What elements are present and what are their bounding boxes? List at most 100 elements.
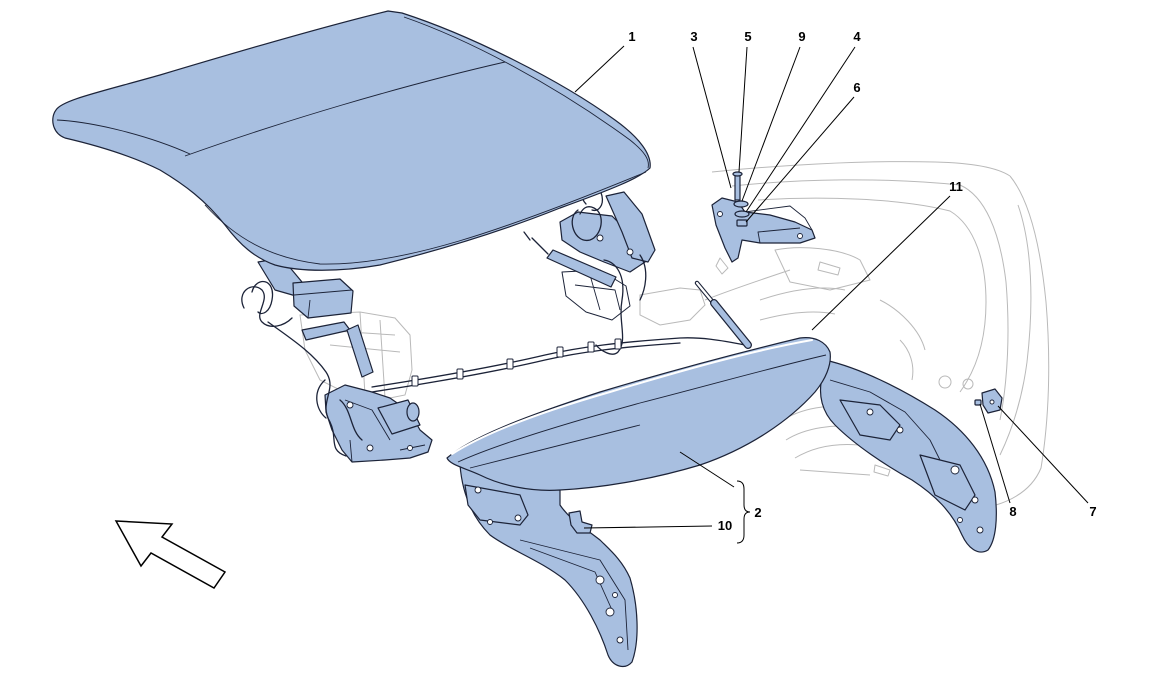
roof-panel-seam bbox=[184, 61, 506, 157]
left-cables bbox=[241, 281, 363, 457]
leader-6 bbox=[745, 96, 855, 223]
right-arm-hinge-plate bbox=[839, 399, 901, 441]
fender-line bbox=[999, 204, 1032, 456]
roof-panel-shell bbox=[52, 10, 651, 271]
leader-1 bbox=[574, 45, 625, 93]
callout-1[interactable]: 1 bbox=[628, 29, 635, 44]
callout-6[interactable]: 6 bbox=[853, 80, 860, 95]
bolt-hole bbox=[989, 399, 995, 405]
bolt-hole bbox=[596, 234, 604, 242]
harness-clip bbox=[587, 341, 595, 353]
callout-9[interactable]: 9 bbox=[798, 29, 805, 44]
direction-arrow-icon bbox=[114, 520, 227, 589]
pump-unit-edge bbox=[293, 289, 353, 319]
center-body-structure bbox=[639, 287, 706, 326]
bolt-hole bbox=[487, 519, 493, 525]
harness-clip bbox=[456, 368, 464, 380]
latch-bracket bbox=[711, 197, 816, 263]
bolt-hole bbox=[717, 211, 723, 217]
rear-bracket-parts bbox=[974, 388, 1003, 414]
body-rear-edge bbox=[995, 175, 1050, 506]
roof-panel bbox=[52, 10, 651, 271]
callout-4[interactable]: 4 bbox=[853, 29, 861, 44]
center-bracket bbox=[559, 211, 646, 273]
bolt-hole bbox=[595, 575, 605, 585]
harness-wire bbox=[371, 342, 681, 393]
bolt-hole bbox=[407, 445, 413, 451]
cable-loop bbox=[241, 286, 293, 328]
cable-drop bbox=[595, 259, 624, 355]
roof-latch-bracket bbox=[711, 171, 816, 263]
bolt-hole bbox=[957, 517, 963, 523]
tonneau-surface-line bbox=[469, 424, 641, 469]
tonneau-edge-highlight bbox=[451, 339, 813, 455]
leader-lines bbox=[574, 45, 1089, 544]
floor-line bbox=[779, 405, 871, 476]
bolt-hole bbox=[605, 607, 615, 617]
center-roof-mechanism bbox=[523, 186, 656, 355]
leader-10 bbox=[583, 525, 713, 529]
body-grommet bbox=[962, 378, 974, 390]
harness-clip bbox=[614, 338, 622, 350]
trunk-opening-line bbox=[731, 179, 1009, 421]
body-upper-edge bbox=[711, 161, 1011, 177]
shelf-clip bbox=[817, 261, 841, 276]
bolt-hole bbox=[971, 496, 979, 504]
callout-10[interactable]: 10 bbox=[718, 518, 732, 533]
roof-lower-flange bbox=[204, 171, 647, 265]
callout-8[interactable]: 8 bbox=[1009, 504, 1016, 519]
roof-side-edge bbox=[403, 16, 649, 169]
washer-lower bbox=[734, 210, 750, 218]
bracket-plate-edge bbox=[744, 205, 813, 244]
bolt-hole bbox=[346, 401, 354, 409]
leader-2 bbox=[679, 451, 735, 488]
harness-clip bbox=[556, 346, 564, 358]
callout-3[interactable]: 3 bbox=[690, 29, 697, 44]
lower-hinge-detail bbox=[574, 274, 621, 311]
gas-strut bbox=[694, 280, 752, 349]
leader-3 bbox=[692, 46, 732, 189]
body-grommet bbox=[938, 375, 952, 389]
bolt-hole bbox=[474, 486, 482, 494]
callout-labels: 1 3 5 9 4 6 11 2 10 8 7 bbox=[628, 29, 1096, 533]
callout-5[interactable]: 5 bbox=[744, 29, 751, 44]
left-leg-arm-line bbox=[519, 539, 629, 651]
leader-9 bbox=[741, 46, 801, 202]
cable-run bbox=[267, 321, 347, 457]
harness-clip bbox=[411, 375, 419, 387]
fixing-nut bbox=[736, 219, 748, 227]
bolt-hole bbox=[976, 526, 984, 534]
bolt-hole bbox=[866, 408, 874, 416]
roof-front-band bbox=[56, 119, 191, 155]
bolt-hole bbox=[366, 444, 374, 452]
bolt-hole bbox=[514, 514, 522, 522]
cable-loop bbox=[251, 281, 274, 315]
bolt-hole bbox=[797, 233, 803, 239]
callout-11[interactable]: 11 bbox=[949, 179, 963, 194]
callout-7[interactable]: 7 bbox=[1089, 504, 1096, 519]
wiring-harness bbox=[371, 337, 746, 393]
strut-body bbox=[711, 300, 751, 348]
left-roof-mechanism bbox=[257, 257, 433, 463]
bolt-hole bbox=[950, 465, 960, 475]
center-gas-strut bbox=[546, 249, 617, 288]
cable-drop bbox=[639, 254, 647, 301]
bracket-2 bbox=[736, 480, 751, 544]
harness-wire bbox=[371, 337, 746, 388]
left-vertical-cylinder bbox=[346, 324, 374, 378]
bolt-head bbox=[732, 171, 743, 177]
bolt-hole bbox=[616, 636, 624, 644]
callout-2[interactable]: 2 bbox=[754, 505, 761, 520]
leader-4 bbox=[745, 46, 856, 213]
left-leg-hinge-plate bbox=[464, 484, 529, 526]
right-arm-line bbox=[829, 379, 946, 471]
strut-end-wire bbox=[523, 231, 549, 255]
retaining-clip bbox=[974, 399, 982, 406]
bolt-hole bbox=[896, 426, 904, 434]
floor-clip bbox=[873, 464, 891, 477]
rear-shelf bbox=[774, 247, 871, 291]
cable-run bbox=[316, 379, 363, 441]
leader-11 bbox=[811, 195, 951, 331]
cable-loop bbox=[571, 206, 602, 241]
washer-upper bbox=[733, 200, 749, 208]
